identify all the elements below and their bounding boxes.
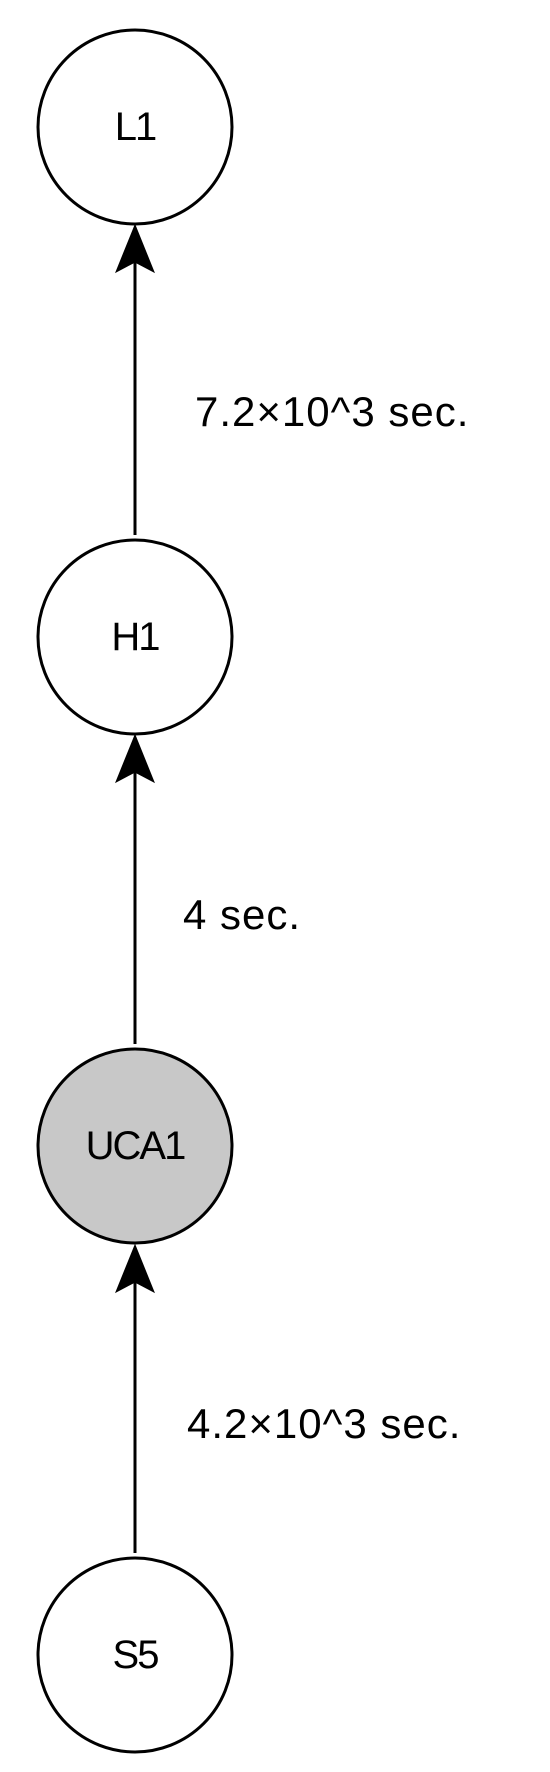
edge-label: 4 sec. <box>183 891 301 938</box>
node-label: L1 <box>115 105 156 149</box>
node-s5: S5 <box>36 1556 234 1754</box>
node-circle <box>36 1556 234 1754</box>
edge-label: 7.2×10^3 sec. <box>195 388 469 435</box>
node-h1: H1 <box>36 538 234 736</box>
arrowhead-icon <box>115 1243 155 1294</box>
node-circle <box>36 28 234 226</box>
node-label: S5 <box>113 1633 159 1677</box>
edge-uca1-to-h1: 4 sec. <box>115 733 301 1044</box>
node-label: UCA1 <box>86 1124 185 1168</box>
arrowhead-icon <box>115 223 155 274</box>
edge-s5-to-uca1: 4.2×10^3 sec. <box>115 1243 461 1553</box>
node-circle <box>36 538 234 736</box>
node-l1: L1 <box>36 28 234 226</box>
node-uca1: UCA1 <box>36 1047 234 1245</box>
node-label: H1 <box>111 615 159 659</box>
edge-h1-to-l1: 7.2×10^3 sec. <box>115 223 469 535</box>
edge-label: 4.2×10^3 sec. <box>187 1400 461 1447</box>
arrowhead-icon <box>115 733 155 784</box>
node-circle <box>36 1047 234 1245</box>
